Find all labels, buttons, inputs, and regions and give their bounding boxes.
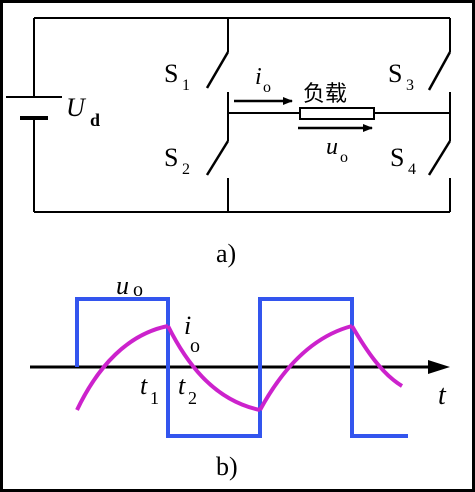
circuit-diagram: U d S 1 S 2 S 3 S 4 i o u o (6, 17, 452, 213)
switch-s2-subscript: 2 (182, 161, 190, 178)
t1-subscript: 1 (150, 388, 159, 408)
caption-a: a) (216, 239, 236, 268)
switch-s2-blade (205, 140, 230, 176)
switch-s1-subscript: 1 (182, 77, 190, 94)
time-axis-arrow-icon (428, 360, 450, 374)
switch-s3-blade (427, 51, 452, 91)
waveform-diagram: u o i o t 1 t 2 t (30, 271, 450, 438)
io-curve-fall-1 (166, 325, 261, 412)
source-subscript: d (90, 110, 100, 130)
switch-s4-label: S (390, 143, 404, 172)
io-curve-rise-1 (75, 324, 169, 411)
current-subscript: o (263, 79, 271, 96)
switch-s3-label: S (388, 59, 402, 88)
load-resistor-icon (299, 107, 375, 120)
voltage-subscript: o (340, 149, 348, 166)
io-curve-fall-2 (350, 324, 404, 388)
dc-source-icon (6, 96, 62, 120)
time-axis-label: t (438, 380, 447, 411)
switch-s4-subscript: 4 (408, 161, 416, 178)
switch-s1-blade (205, 51, 230, 89)
switch-s2-label: S (164, 143, 178, 172)
uo-subscript: o (133, 279, 143, 301)
io-label: i (184, 311, 191, 340)
t1-label: t (140, 371, 148, 400)
source-label: U (66, 93, 87, 122)
uo-label: u (116, 271, 129, 300)
caption-b: b) (216, 452, 238, 481)
switch-s1-label: S (164, 59, 178, 88)
io-curve-rise-2 (258, 324, 353, 411)
io-subscript: o (190, 335, 200, 357)
switch-s4-blade (427, 140, 452, 176)
voltage-label: u (326, 134, 338, 160)
load-label: 负载 (303, 82, 347, 107)
t2-subscript: 2 (188, 388, 197, 408)
current-label: i (255, 64, 262, 90)
uo-square-wave (75, 297, 408, 438)
t2-label: t (178, 371, 186, 400)
switch-s3-subscript: 3 (406, 77, 414, 94)
